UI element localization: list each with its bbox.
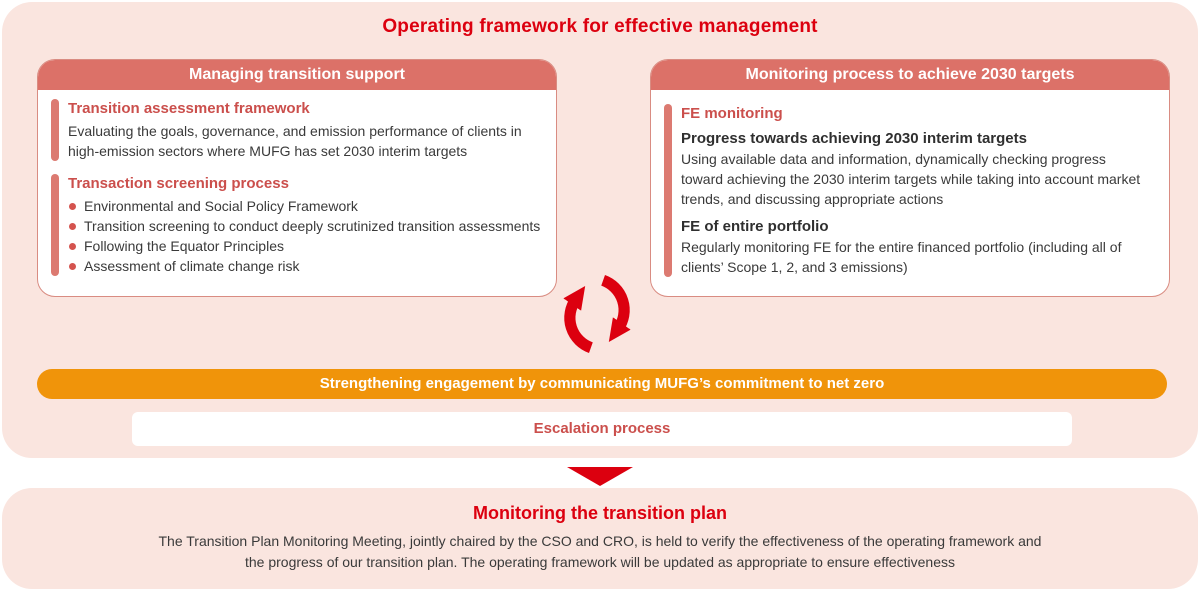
cycle-arrows-icon xyxy=(563,275,631,353)
accent-bar xyxy=(664,104,672,277)
accent-bar xyxy=(51,174,59,276)
bottom-section-title: Monitoring the transition plan xyxy=(473,503,727,523)
fe-monitoring-section: FE monitoring Progress towards achieving… xyxy=(664,104,1159,277)
bullet-icon xyxy=(69,243,76,250)
bottom-body-line: the progress of our transition plan. The… xyxy=(244,554,955,570)
right-card-header: Monitoring process to achieve 2030 targe… xyxy=(651,60,1169,90)
bottom-body-line: The Transition Plan Monitoring Meeting, … xyxy=(158,533,1042,549)
section-body-line: high-emission sectors where MUFG has set… xyxy=(68,143,468,159)
bullet-text: Transition screening to conduct deeply s… xyxy=(84,218,541,234)
item-body-line: Using available data and information, dy… xyxy=(681,151,1106,167)
bullet-icon xyxy=(69,223,76,230)
bullet-text: Environmental and Social Policy Framewor… xyxy=(84,198,358,214)
right-card-body: FE monitoring Progress towards achieving… xyxy=(651,90,1169,277)
bullet-text: Assessment of climate change risk xyxy=(84,258,300,274)
escalation-process-bar: Escalation process xyxy=(132,412,1072,446)
bullet-text: Following the Equator Principles xyxy=(84,238,284,254)
list-item: Transition screening to conduct deeply s… xyxy=(68,216,540,236)
top-panel: Operating framework for effective manage… xyxy=(2,2,1198,458)
left-card-body: Transition assessment framework Evaluati… xyxy=(38,90,556,276)
section-heading: FE monitoring xyxy=(681,105,783,122)
item-title: FE of entire portfolio xyxy=(681,218,829,235)
transition-assessment-section: Transition assessment framework Evaluati… xyxy=(51,99,546,161)
bullet-icon xyxy=(69,203,76,210)
section-heading: Transaction screening process xyxy=(68,175,289,192)
monitoring-process-card: Monitoring process to achieve 2030 targe… xyxy=(650,59,1170,297)
section-heading: Transition assessment framework xyxy=(68,100,310,117)
accent-bar xyxy=(51,99,59,161)
item-body-line: trends, and discussing appropriate actio… xyxy=(681,191,944,207)
down-arrow-icon xyxy=(567,467,633,486)
item-body-line: toward achieving the 2030 interim target… xyxy=(681,171,1141,187)
bullet-icon xyxy=(69,263,76,270)
list-item: Following the Equator Principles xyxy=(68,236,540,256)
transaction-screening-section: Transaction screening process Environmen… xyxy=(51,174,546,276)
item-title: Progress towards achieving 2030 interim … xyxy=(681,130,1027,147)
managing-transition-support-card: Managing transition support Transition a… xyxy=(37,59,557,297)
section-body-line: Evaluating the goals, governance, and em… xyxy=(68,123,522,139)
engagement-bar: Strengthening engagement by communicatin… xyxy=(37,369,1167,399)
item-body-line: clients’ Scope 1, 2, and 3 emissions) xyxy=(681,259,908,275)
bottom-panel: Monitoring the transition plan The Trans… xyxy=(2,488,1198,589)
item-body-line: Regularly monitoring FE for the entire f… xyxy=(681,239,1122,255)
page-title: Operating framework for effective manage… xyxy=(382,16,818,37)
list-item: Environmental and Social Policy Framewor… xyxy=(68,196,540,216)
left-card-header: Managing transition support xyxy=(38,60,556,90)
list-item: Assessment of climate change risk xyxy=(68,256,540,276)
